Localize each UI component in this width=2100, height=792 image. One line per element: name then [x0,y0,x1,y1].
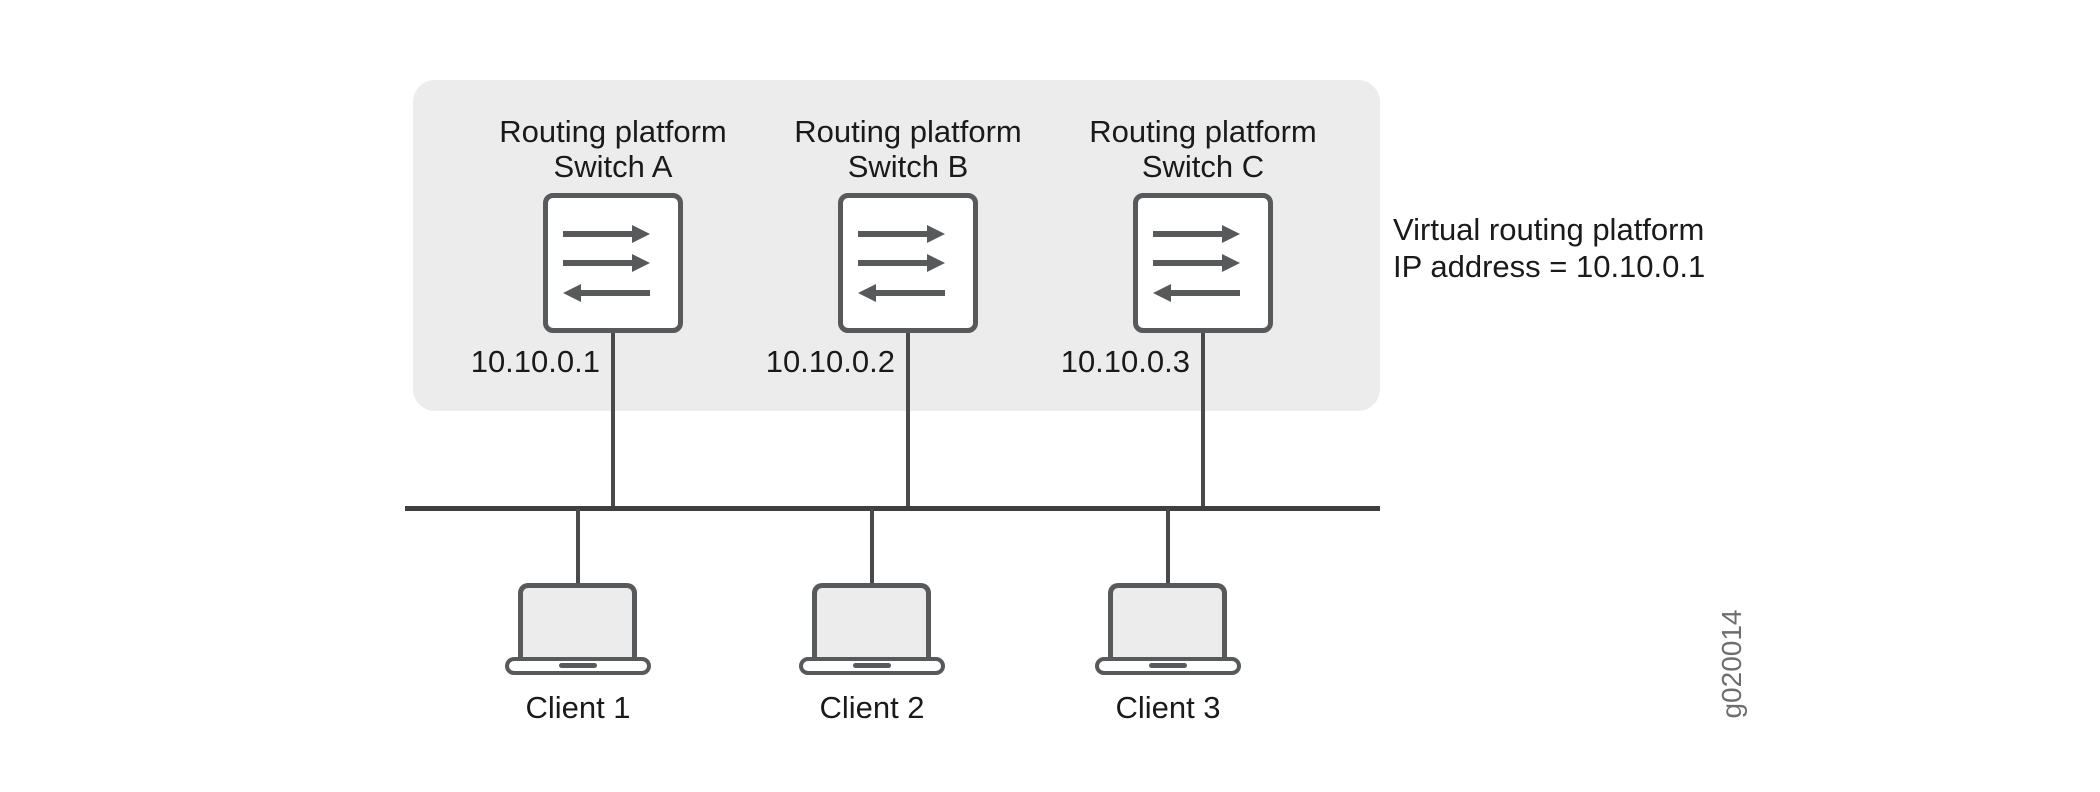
bus-to-client3-line [1166,509,1170,583]
switch-a-label: Routing platform Switch A [463,114,763,184]
annotation-line1: Virtual routing platform [1393,212,1705,247]
switch-c-icon [1133,193,1273,333]
switch-c-to-bus-line [1201,333,1205,508]
arrow-right-icon [563,225,650,243]
switch-c-label: Routing platform Switch C [1053,114,1353,184]
laptop-notch [1149,663,1187,668]
arrow-right-icon [858,254,945,272]
laptop-notch [853,663,891,668]
switch-b-ip-label: 10.10.0.2 [765,344,895,379]
arrow-right-icon [858,225,945,243]
arrow-left-icon [1153,284,1240,302]
figure-id: g020014 [1716,609,1747,719]
switch-c-label-line2: Switch C [1141,149,1265,184]
laptop-screen [812,583,931,657]
client2-laptop-icon [799,583,945,675]
switch-b-label-line2: Switch B [847,149,969,184]
bus-to-client2-line [870,509,874,583]
switch-c-label-line1: Routing platform [1089,114,1317,149]
arrow-right-icon [563,254,650,272]
switch-b-icon [838,193,978,333]
laptop-screen [518,583,637,657]
traffic-arrows-icon [858,225,945,302]
client3-laptop-icon [1095,583,1241,675]
laptop-screen [1108,583,1227,657]
switch-b-label: Routing platform Switch B [758,114,1058,184]
arrow-right-icon [1153,254,1240,272]
switch-c-ip-label: 10.10.0.3 [1060,344,1190,379]
client3-label: Client 3 [1115,690,1221,725]
client1-laptop-icon [505,583,651,675]
switch-a-ip-label: 10.10.0.1 [470,344,600,379]
bus-to-client1-line [576,509,580,583]
switch-a-icon [543,193,683,333]
switch-b-to-bus-line [906,333,910,508]
switch-b-label-line1: Routing platform [794,114,1022,149]
switch-a-label-line1: Routing platform [499,114,727,149]
client1-label: Client 1 [525,690,631,725]
annotation-line2: IP address = 10.10.0.1 [1393,249,1706,284]
client2-label: Client 2 [819,690,925,725]
switch-a-label-line2: Switch A [553,149,673,184]
arrow-left-icon [858,284,945,302]
arrow-right-icon [1153,225,1240,243]
virtual-platform-annotation: Virtual routing platform IP address = 10… [1393,211,1705,285]
traffic-arrows-icon [563,225,650,302]
switch-a-to-bus-line [611,333,615,508]
laptop-notch [559,663,597,668]
traffic-arrows-icon [1153,225,1240,302]
network-bus-line [405,506,1380,511]
arrow-left-icon [563,284,650,302]
